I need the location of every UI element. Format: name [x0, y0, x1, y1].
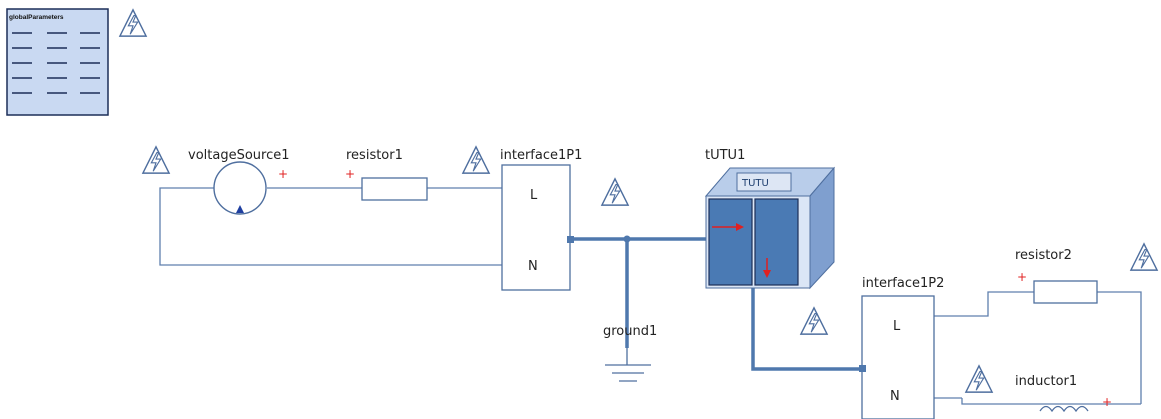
interface1p2-label: interface1P2 — [862, 276, 944, 291]
global-parameters-title: globalParameters — [9, 14, 64, 21]
resistor2-label: resistor2 — [1015, 248, 1072, 263]
tutu-converter[interactable]: TUTU tUTU1 — [704, 148, 836, 290]
arrow-down-icon — [763, 258, 771, 278]
tutu-badge — [736, 172, 792, 192]
interface1p1-pin-l: L — [530, 188, 538, 203]
lightning-warning-icon — [462, 146, 490, 174]
interface1p1-label: interface1P1 — [500, 148, 582, 163]
tutu-label: tUTU1 — [705, 148, 745, 163]
voltage-source-label: voltageSource1 — [188, 148, 290, 163]
lightning-warning-icon — [965, 365, 993, 393]
interface1p2-pin-n: N — [890, 389, 900, 404]
tutu-badge-text: TUTU — [741, 178, 769, 189]
lightning-warning-icon — [800, 307, 828, 335]
lightning-warning-icon — [142, 146, 170, 174]
resistor1-plus: + — [345, 167, 355, 181]
global-parameters-block[interactable]: globalParameters — [6, 8, 109, 116]
resistor1-label: resistor1 — [346, 148, 403, 163]
resistor1[interactable]: + resistor1 — [345, 148, 428, 201]
ground[interactable]: ground1 — [603, 324, 657, 382]
ground-label: ground1 — [603, 324, 657, 339]
arrow-right-icon — [712, 223, 744, 231]
lightning-warning-icon — [1130, 243, 1158, 271]
lightning-warning-icon — [601, 178, 629, 206]
inductor[interactable]: + inductor1 — [1015, 374, 1112, 413]
inductor-label: inductor1 — [1015, 374, 1077, 389]
dc-bus — [570, 237, 862, 371]
wires — [159, 187, 1142, 405]
parameters-table-icon — [12, 32, 100, 94]
resistor2[interactable]: + resistor2 — [1015, 248, 1098, 304]
inductor-plus: + — [1102, 395, 1112, 409]
voltage-source[interactable]: + voltageSource1 — [188, 148, 290, 215]
interface1p1-pin-n: N — [528, 259, 538, 274]
interface1p1[interactable]: L N interface1P1 — [500, 148, 582, 291]
junction-dot — [623, 235, 631, 243]
interface1p2-pin-l: L — [893, 319, 901, 334]
resistor2-plus: + — [1017, 270, 1027, 284]
voltage-source-plus: + — [278, 167, 288, 181]
interface1p2[interactable]: L N interface1P2 — [859, 276, 944, 419]
lightning-warning-icon — [119, 9, 147, 37]
